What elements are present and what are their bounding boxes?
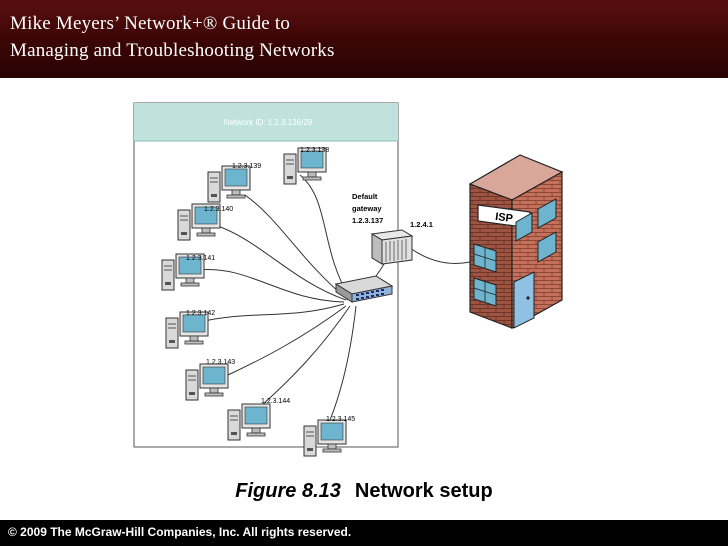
gateway-label-line2: gateway bbox=[352, 204, 382, 213]
switch-icon bbox=[334, 275, 394, 303]
ip-label-141: 1.2.3.141 bbox=[186, 255, 215, 262]
gateway-ip-label: 1.2.3.137 bbox=[352, 216, 383, 225]
ip-label-143: 1.2.3.143 bbox=[206, 359, 235, 366]
figure-caption: Figure 8.13 Network setup bbox=[0, 480, 728, 503]
ip-label-138: 1.2.3.138 bbox=[300, 147, 329, 154]
isp-sign-label: ISP bbox=[494, 211, 513, 225]
ip-label-142: 1.2.3.142 bbox=[186, 310, 215, 317]
ip-label-145: 1.2.3.145 bbox=[326, 416, 355, 423]
ip-label-140: 1.2.3.140 bbox=[204, 206, 233, 213]
network-id-label: Network ID: 1.2.3.136/29 bbox=[224, 118, 313, 127]
copyright-footer: © 2009 The McGraw-Hill Companies, Inc. A… bbox=[0, 520, 728, 546]
ip-label-139: 1.2.3.139 bbox=[232, 163, 261, 170]
figure-number: Figure 8.13 bbox=[235, 480, 341, 502]
isp-building-icon bbox=[468, 154, 564, 330]
header-title-line1: Mike Meyers’ Network+® Guide to bbox=[10, 13, 291, 34]
slide-header: Mike Meyers’ Network+® Guide to Managing… bbox=[0, 0, 728, 78]
network-id-band bbox=[134, 103, 398, 141]
copyright-text: © 2009 The McGraw-Hill Companies, Inc. A… bbox=[8, 525, 352, 539]
figure-title: Network setup bbox=[354, 480, 493, 502]
header-title-line2: Managing and Troubleshooting Networks bbox=[10, 40, 335, 61]
ip-label-144: 1.2.3.144 bbox=[261, 398, 290, 405]
isp-ip-label: 1.2.4.1 bbox=[410, 220, 433, 229]
router-icon bbox=[370, 229, 414, 265]
gateway-label-line1: Default bbox=[352, 192, 378, 201]
